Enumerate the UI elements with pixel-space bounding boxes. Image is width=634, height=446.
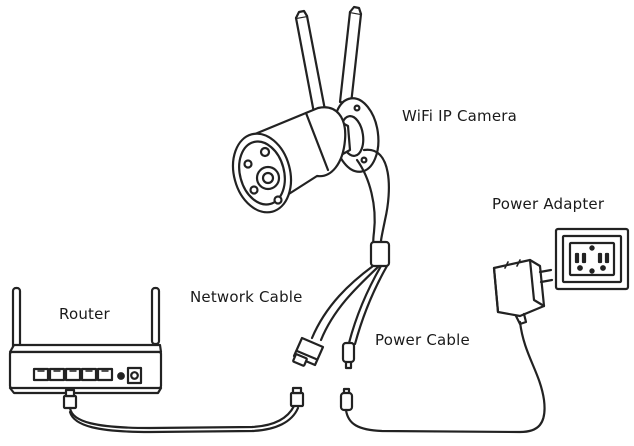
- router-illustration: [8, 286, 163, 395]
- camera-antenna-right: [338, 5, 363, 106]
- router-antenna-right: [150, 286, 161, 346]
- router-ports: [32, 366, 143, 385]
- network-cable-label: Network Cable: [190, 288, 303, 306]
- power-adapter-illustration: [492, 258, 554, 326]
- wifi-camera-illustration: [231, 5, 390, 250]
- wall-outlet-illustration: [554, 227, 630, 291]
- power-cable-label: Power Cable: [375, 331, 470, 349]
- camera-antenna-left: [294, 9, 327, 115]
- power-cable-dc-jack: [339, 387, 354, 412]
- network-cable-line: [68, 404, 296, 430]
- router-antenna-left: [11, 286, 22, 352]
- camera-lens: [243, 146, 283, 205]
- cable-splitter: [310, 240, 391, 346]
- network-cable-plug-end: [289, 386, 305, 408]
- network-cable-connector: [292, 336, 325, 367]
- camera-label: WiFi IP Camera: [402, 107, 518, 125]
- camera-power-plug: [341, 341, 356, 370]
- router-label: Router: [59, 305, 110, 323]
- power-adapter-label: Power Adapter: [492, 195, 605, 213]
- power-cable-line: [344, 320, 546, 434]
- camera-body: [231, 106, 347, 214]
- router-network-plug: [62, 388, 78, 410]
